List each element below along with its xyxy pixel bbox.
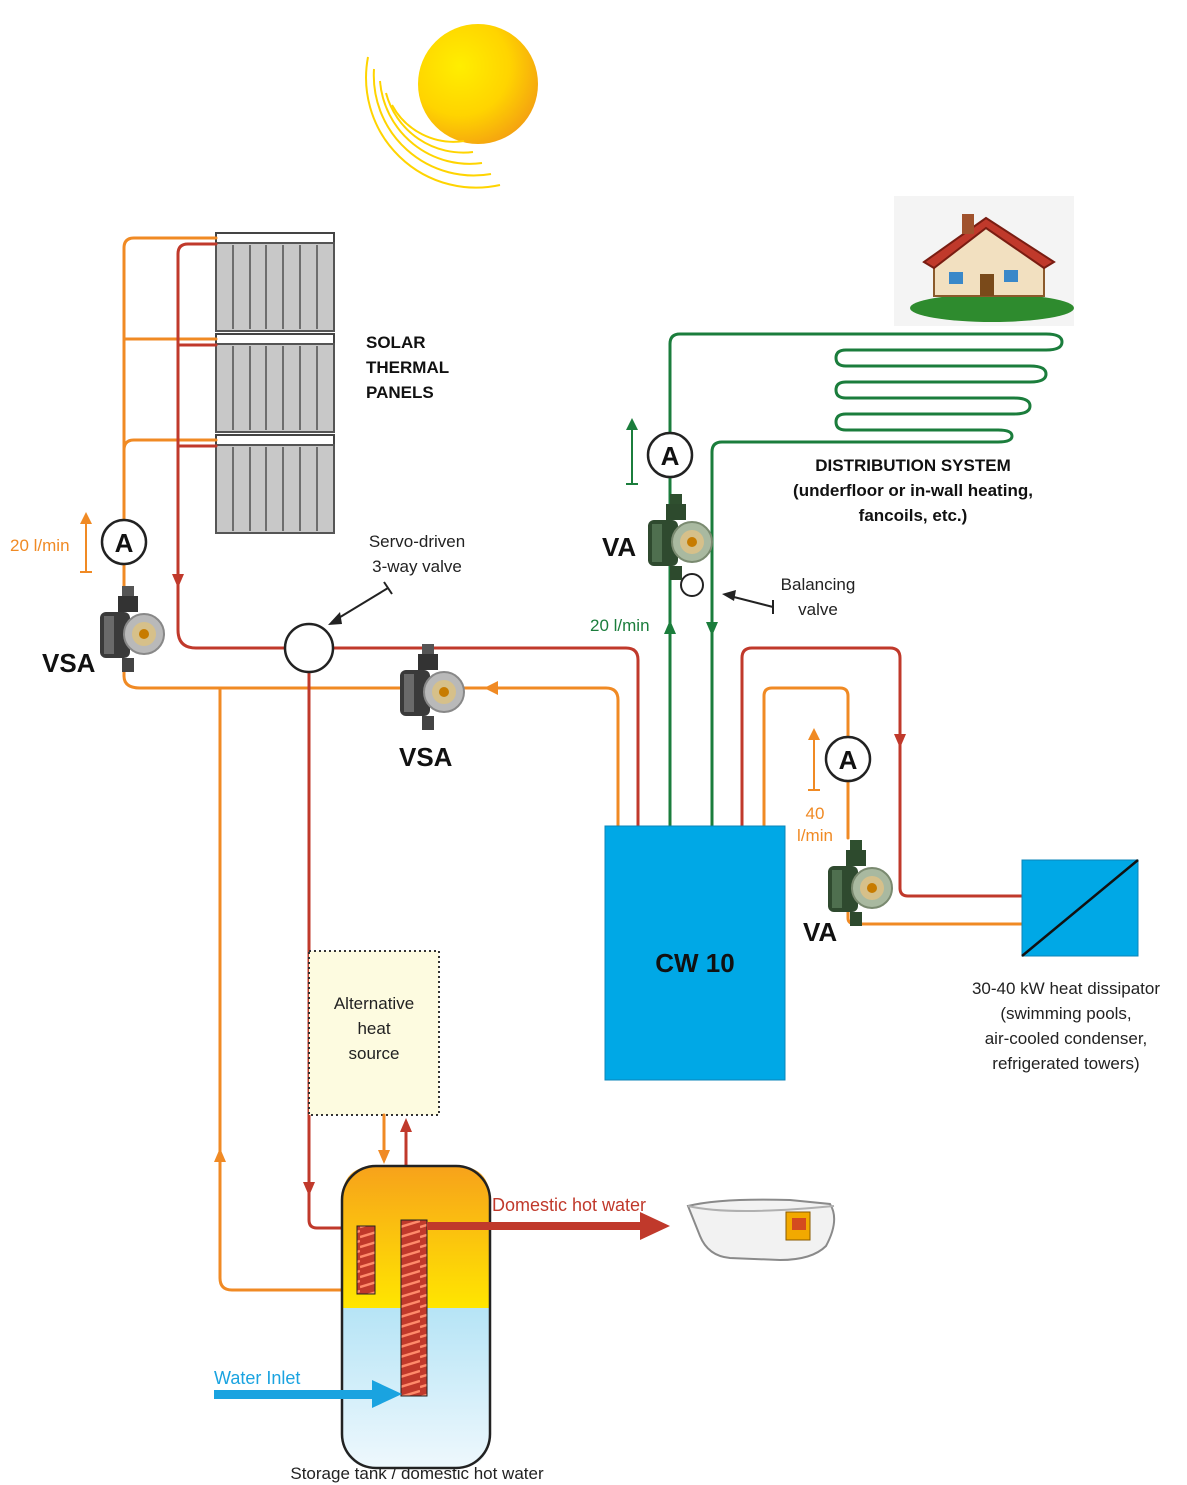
flow-meter-solar[interactable]: A [100,518,148,566]
dissipator-label: 30-40 kW heat dissipator (swimming pools… [972,979,1160,1073]
pump-vsa-left-label: VSA [42,648,96,678]
three-way-valve[interactable] [283,622,335,674]
storage-tank-label: Storage tank / domestic hot water [290,1464,544,1483]
domestic-hot-water-arrow [427,1212,670,1240]
servo-valve-leader [331,587,389,623]
storage-tank [340,1164,492,1470]
unit-label: CW 10 [655,948,734,978]
sun-icon [365,24,538,189]
water-inlet-label: Water Inlet [214,1368,300,1388]
svg-text:(underfloor or in-wall heating: (underfloor or in-wall heating, [793,481,1033,500]
domestic-hot-water-label: Domestic hot water [492,1195,646,1215]
balancing-valve-label: Balancing valve [781,575,856,619]
dhw-coil [400,1219,428,1397]
distribution-pipes [664,332,1064,828]
svg-text:(swimming pools,: (swimming pools, [1000,1004,1131,1023]
flow-meter-dissipator[interactable]: A [824,735,872,783]
svg-text:THERMAL: THERMAL [366,358,449,377]
svg-text:30-40 kW heat dissipator: 30-40 kW heat dissipator [972,979,1160,998]
distribution-system-label: DISTRIBUTION SYSTEM (underfloor or in-wa… [793,456,1033,525]
bathtub-icon [686,1198,836,1262]
solar-flow-label: 20 l/min [10,536,70,555]
svg-text:SOLAR: SOLAR [366,333,426,352]
flow-meter-symbol: A [839,745,858,775]
solar-panel [215,232,335,332]
svg-text:Servo-driven: Servo-driven [369,532,465,551]
pump-va-right[interactable] [827,839,893,927]
solar-thermal-panels [215,232,335,534]
alt-heat-line: heat [357,1019,390,1038]
svg-text:air-cooled condenser,: air-cooled condenser, [985,1029,1148,1048]
water-inlet-arrow [214,1380,402,1408]
pump-vsa-left[interactable] [99,585,165,673]
distribution-flow-arrow [626,418,638,485]
dissipator-flow-unit: l/min [797,826,833,845]
solar-coil [356,1225,376,1295]
solar-flow-arrow [80,512,92,573]
pump-va-right-label: VA [803,917,837,947]
cw10-unit: CW 10 [604,825,786,1081]
house-icon [894,196,1074,326]
svg-text:Balancing: Balancing [781,575,856,594]
svg-text:refrigerated towers): refrigerated towers) [992,1054,1139,1073]
flow-meter-symbol: A [115,528,134,558]
pump-va-top[interactable] [647,493,713,581]
distribution-flow-label: 20 l/min [590,616,650,635]
svg-text:DISTRIBUTION SYSTEM: DISTRIBUTION SYSTEM [815,456,1011,475]
servo-valve-label: Servo-driven 3-way valve [369,532,465,576]
svg-text:3-way valve: 3-way valve [372,557,462,576]
solar-panel [215,434,335,534]
alternative-heat-source: Alternative heat source [308,950,440,1116]
flow-meter-symbol: A [661,441,680,471]
svg-text:PANELS: PANELS [366,383,434,402]
dissipator-flow-arrow [808,728,820,791]
pump-vsa-center[interactable] [399,643,465,731]
solar-panels-label: SOLAR THERMAL PANELS [366,333,449,402]
solar-circuit-pipes [122,236,640,1292]
pump-va-top-label: VA [602,532,636,562]
svg-text:fancoils, etc.): fancoils, etc.) [859,506,968,525]
alt-heat-line: source [348,1044,399,1063]
heat-dissipator [1021,859,1139,957]
dissipator-flow-value: 40 [806,804,825,823]
alt-heat-line: Alternative [334,994,414,1013]
pump-vsa-center-label: VSA [399,742,453,772]
solar-panel [215,333,335,433]
flow-meter-distribution[interactable]: A [646,431,694,479]
balancing-valve[interactable] [680,573,704,597]
svg-text:valve: valve [798,600,838,619]
